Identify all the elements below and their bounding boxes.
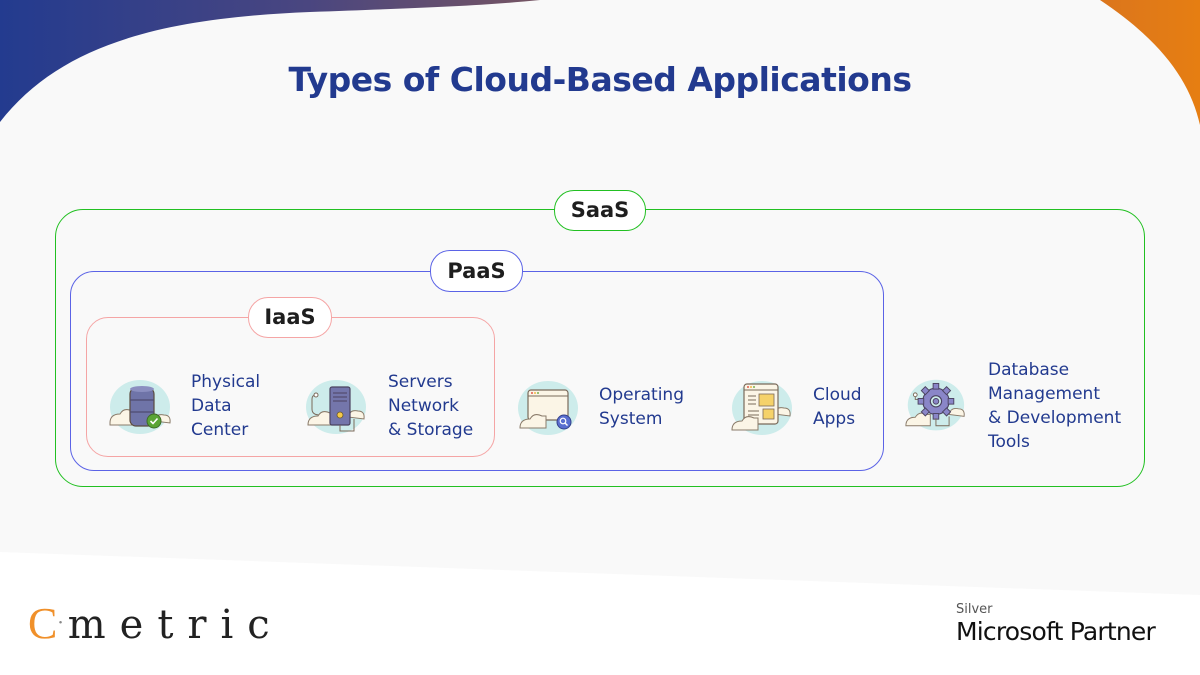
server-cloud-icon xyxy=(306,380,366,434)
item-label: Database Management & Development Tools xyxy=(988,360,1122,452)
item-label: Operating System xyxy=(599,385,684,429)
item-physical-data-center: Physical Data Center xyxy=(104,370,260,442)
microsoft-partner-badge: Silver Microsoft Partner xyxy=(956,602,1156,647)
item-label: Servers Network & Storage xyxy=(388,372,474,440)
content-panel xyxy=(0,0,1200,595)
logo-separator: · xyxy=(57,610,68,634)
item-servers-network-storage: Servers Network & Storage xyxy=(300,370,473,442)
item-label: Cloud Apps xyxy=(813,385,862,429)
cmetric-logo: C·metric xyxy=(28,598,284,649)
saas-label: SaaS xyxy=(554,190,646,231)
browser-search-cloud-icon xyxy=(518,381,578,435)
page-title: Types of Cloud-Based Applications xyxy=(288,60,912,99)
iaas-label: IaaS xyxy=(248,297,332,338)
item-operating-system: Operating System xyxy=(514,374,684,440)
item-cloud-apps: Cloud Apps xyxy=(728,374,862,440)
partner-name: Microsoft Partner xyxy=(956,617,1156,646)
item-label: Physical Data Center xyxy=(191,372,261,440)
item-database-dev-tools: Database Management & Development Tools xyxy=(902,358,1121,454)
paas-label: PaaS xyxy=(430,250,523,292)
partner-tier: Silver xyxy=(956,602,993,617)
web-app-cloud-icon xyxy=(731,381,792,435)
database-cloud-icon xyxy=(109,380,171,434)
logo-name: metric xyxy=(67,602,284,648)
gear-cloud-icon xyxy=(905,379,965,431)
logo-initial: C xyxy=(28,599,58,648)
